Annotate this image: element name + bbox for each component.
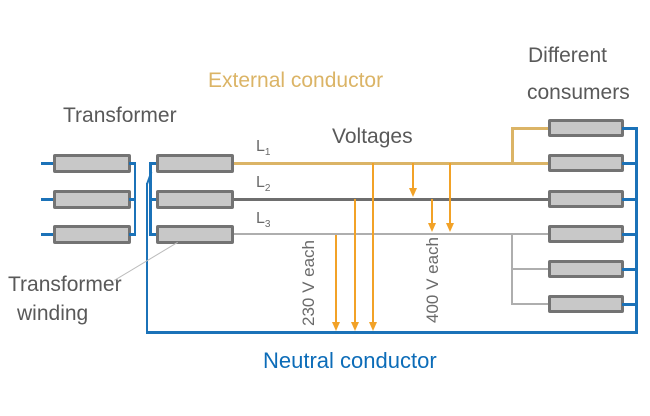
primary-link-stub-3: [129, 233, 136, 236]
consumer5-return-stub: [622, 268, 637, 271]
arrow-400-l2l3-head-icon: [427, 223, 436, 232]
neutral-line: [146, 331, 638, 334]
arrow-230-l2-line: [354, 199, 356, 323]
primary-input-stub-1: [41, 162, 54, 165]
l2-line: [234, 197, 548, 201]
consumer-return-bus: [635, 127, 638, 334]
transformer-winding-label-line1: Transformer: [8, 273, 122, 296]
l3-label: L3: [256, 210, 271, 231]
arrow-230-l1-line: [372, 163, 374, 323]
transformer-label: Transformer: [63, 104, 177, 127]
consumer-load-6: [548, 295, 624, 313]
consumer1-return-stub: [622, 127, 637, 130]
l2-label: L2: [256, 174, 271, 195]
primary-input-stub-3: [41, 233, 54, 236]
secondary-winding-2: [156, 190, 234, 209]
arrow-230-l3-line: [335, 235, 337, 323]
arrow-230-l3-head-icon: [331, 322, 340, 331]
consumer2-return-stub: [622, 162, 637, 165]
consumer1-feed-horizontal: [511, 127, 548, 130]
consumer-load-2: [548, 154, 624, 172]
arrow-230-l2-head-icon: [350, 322, 359, 331]
consumer-load-1: [548, 119, 624, 137]
consumer1-feed-vertical: [511, 127, 514, 164]
arrow-400-l1l2-head-icon: [408, 188, 417, 197]
primary-winding-2: [53, 190, 131, 209]
external-conductor-label: External conductor: [208, 69, 384, 92]
consumer5-feed-horizontal: [511, 268, 548, 270]
primary-input-stub-2: [41, 198, 54, 201]
consumer4-return-stub: [622, 233, 637, 236]
secondary-link-stub-1: [149, 162, 158, 165]
arrow-230-l1-head-icon: [368, 322, 377, 331]
different-consumers-label-line1: Different: [528, 44, 607, 67]
primary-winding-3: [53, 225, 131, 244]
voltages-label: Voltages: [332, 125, 413, 148]
secondary-winding-3: [156, 225, 234, 244]
consumer-load-5: [548, 260, 624, 278]
voltage-230-label: 230 V each: [299, 239, 318, 326]
consumer-load-4: [548, 225, 624, 243]
l1-line: [234, 162, 548, 165]
arrow-400-l2l3-line: [431, 199, 433, 224]
secondary-link-stub-2: [149, 198, 158, 201]
l1-label: L1: [256, 138, 271, 159]
arrow-400-l1l2-line: [412, 163, 414, 189]
transformer-winding-label-line2: winding: [17, 302, 89, 325]
different-consumers-label-line2: consumers: [527, 81, 630, 104]
neutral-conductor-label: Neutral conductor: [263, 348, 437, 373]
arrow-400-l1l3-line: [449, 163, 451, 224]
consumer-load-3: [548, 190, 624, 208]
primary-star-bus: [133, 162, 136, 235]
neutral-drop-line: [145, 183, 148, 333]
arrow-400-l1l3-head-icon: [445, 223, 454, 232]
secondary-link-stub-3: [149, 233, 158, 236]
primary-link-stub-2: [129, 198, 136, 201]
primary-link-stub-1: [129, 162, 136, 165]
consumer6-feed-horizontal: [511, 303, 548, 305]
secondary-winding-1: [156, 154, 234, 173]
voltage-400-label: 400 V each: [423, 236, 442, 323]
l3-line: [234, 233, 548, 235]
primary-winding-1: [53, 154, 131, 173]
consumer3-return-stub: [622, 198, 637, 201]
consumer6-return-stub: [622, 303, 637, 306]
